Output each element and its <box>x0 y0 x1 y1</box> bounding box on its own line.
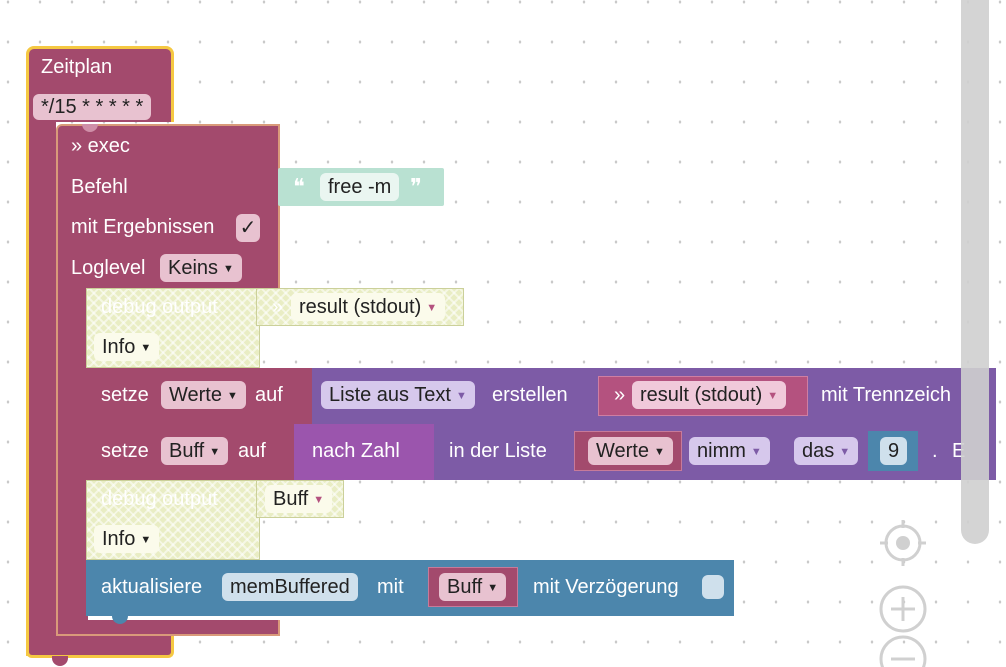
close-quote-icon: ❞ <box>410 174 422 199</box>
command-label: Befehl <box>71 176 128 198</box>
chevron-down-icon: ▼ <box>223 262 234 275</box>
zoom-in-icon[interactable] <box>878 584 928 634</box>
update-value: Buff <box>447 576 483 598</box>
debug-output-block-1[interactable] <box>86 288 260 368</box>
debug-label-2: debug output <box>101 488 218 510</box>
debug-source-value-2: Buff <box>273 488 309 510</box>
debug-level-value-2: Info <box>102 528 136 550</box>
exec-title: » exec <box>71 135 130 157</box>
vertical-scrollbar[interactable] <box>961 0 989 544</box>
results-checkbox[interactable]: ✓ <box>236 214 260 242</box>
arrow-label-2: » <box>614 384 626 406</box>
debug-level-dropdown-2[interactable]: Info ▼ <box>94 525 160 553</box>
results-label: mit Ergebnissen <box>71 216 215 238</box>
debug-label-1: debug output <box>101 296 218 318</box>
exec-block-spine[interactable] <box>56 286 88 622</box>
exec-block-bottom[interactable] <box>56 620 280 636</box>
delay-label: mit Verzögerung <box>533 576 679 598</box>
schedule-block-bottom[interactable] <box>26 636 174 658</box>
position-mode-value: das <box>802 440 835 462</box>
list-variable-dropdown[interactable]: Werte ▼ <box>588 437 673 465</box>
result-source-dropdown-1[interactable]: result (stdout) ▼ <box>632 381 787 409</box>
chevron-down-icon: ▼ <box>487 581 499 594</box>
with-label: mit <box>377 576 404 598</box>
list-type-dropdown[interactable]: Liste aus Text ▼ <box>321 381 475 409</box>
update-bottom-notch <box>112 614 128 624</box>
separator-label: mit Trennzeich <box>821 384 952 406</box>
arrow-label-1: » <box>272 296 284 318</box>
cron-field[interactable]: */15 * * * * * <box>33 94 152 120</box>
open-quote-icon: ❝ <box>293 174 305 199</box>
to-number-block[interactable] <box>294 424 438 480</box>
dot-label: . <box>932 440 938 462</box>
exec-top-notch <box>82 124 98 132</box>
loglevel-dropdown[interactable]: Keins ▼ <box>160 254 242 282</box>
create-label: erstellen <box>492 384 568 406</box>
take-mode-value: nimm <box>697 440 746 462</box>
chevron-down-icon: ▼ <box>140 341 152 354</box>
on-label-2: auf <box>238 440 266 462</box>
loglevel-label: Loglevel <box>71 257 146 279</box>
recenter-icon[interactable] <box>878 518 928 568</box>
variable-dropdown-buff[interactable]: Buff ▼ <box>161 437 229 465</box>
index-field[interactable]: 9 <box>880 437 908 465</box>
chevron-down-icon: ▼ <box>750 445 762 458</box>
list-variable-value: Werte <box>596 440 649 462</box>
chevron-down-icon: ▼ <box>426 301 438 314</box>
variable-dropdown-werte[interactable]: Werte ▼ <box>161 381 246 409</box>
list-type-value: Liste aus Text <box>329 384 451 406</box>
position-mode-dropdown[interactable]: das ▼ <box>794 437 859 465</box>
chevron-down-icon: ▼ <box>313 493 325 506</box>
debug-source-dropdown-1[interactable]: result (stdout) ▼ <box>291 293 446 321</box>
variable-value-werte: Werte <box>169 384 222 406</box>
delay-checkbox[interactable] <box>702 575 724 599</box>
take-mode-dropdown[interactable]: nimm ▼ <box>689 437 770 465</box>
chevron-down-icon: ▼ <box>653 445 665 458</box>
to-number-label: nach Zahl <box>312 440 400 462</box>
loglevel-value: Keins <box>168 257 219 279</box>
command-text-field[interactable]: free -m <box>320 173 400 201</box>
in-list-label: in der Liste <box>449 440 547 462</box>
chevron-down-icon: ▼ <box>140 533 152 546</box>
set-label-2: setze <box>101 440 149 462</box>
debug-source-dropdown-2[interactable]: Buff ▼ <box>265 485 333 513</box>
set-label-1: setze <box>101 384 149 406</box>
chevron-down-icon: ▼ <box>209 445 221 458</box>
variable-value-buff: Buff <box>169 440 205 462</box>
chevron-down-icon: ▼ <box>226 389 238 402</box>
schedule-bottom-notch <box>52 656 68 666</box>
debug-source-value-1: result (stdout) <box>299 296 422 318</box>
chevron-down-icon: ▼ <box>455 389 467 402</box>
zoom-out-icon[interactable] <box>878 634 928 667</box>
state-id-field[interactable]: memBuffered <box>222 573 358 601</box>
chevron-down-icon: ▼ <box>767 389 779 402</box>
debug-level-value-1: Info <box>102 336 136 358</box>
update-state-block[interactable] <box>86 560 734 616</box>
debug-level-dropdown-1[interactable]: Info ▼ <box>94 333 160 361</box>
chevron-down-icon: ▼ <box>839 445 851 458</box>
result-source-value-1: result (stdout) <box>640 384 763 406</box>
update-value-dropdown[interactable]: Buff ▼ <box>439 573 507 601</box>
on-label-1: auf <box>255 384 283 406</box>
update-label: aktualisiere <box>101 576 203 598</box>
schedule-block-spine[interactable] <box>26 120 56 656</box>
schedule-title: Zeitplan <box>41 56 113 78</box>
